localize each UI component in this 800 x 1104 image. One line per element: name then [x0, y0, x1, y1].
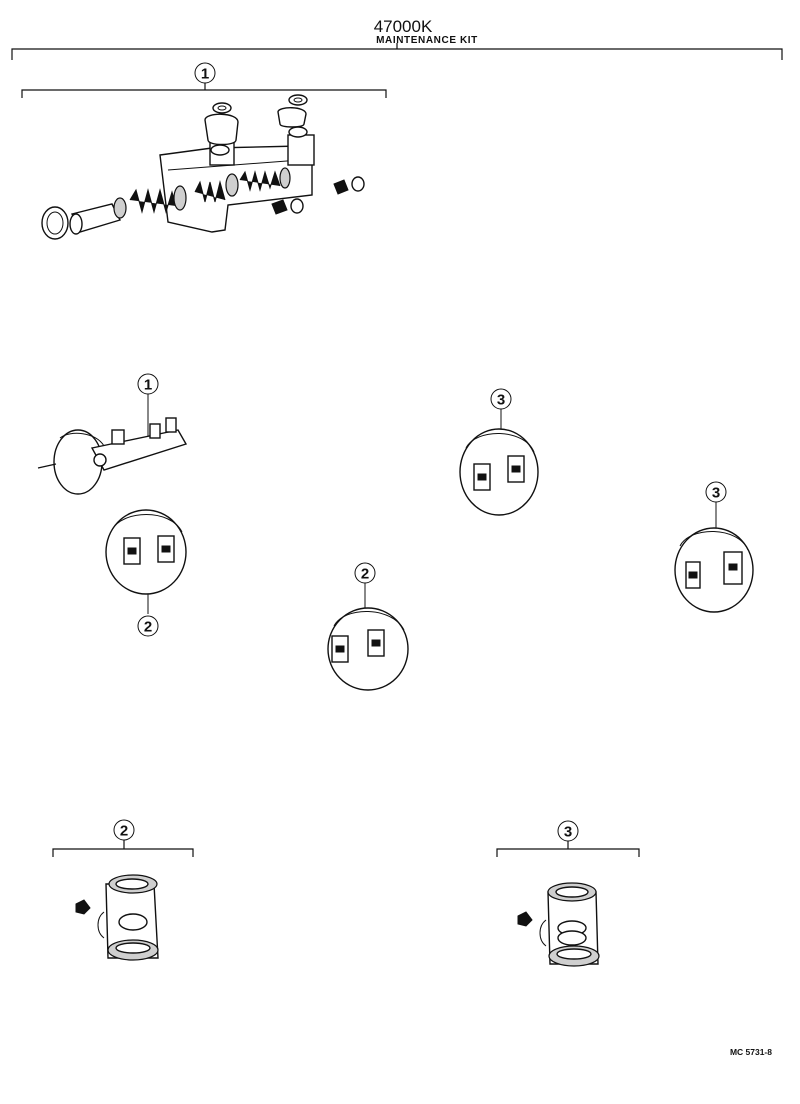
- union-bolt-right: [277, 107, 307, 128]
- washer-top-left-hole: [217, 105, 227, 111]
- wheel-left-callout-number: 2: [144, 619, 152, 636]
- drum-rim-topright: [465, 433, 535, 453]
- drum-backing-plate-left: [105, 509, 187, 595]
- piston-spring-front: [129, 188, 177, 214]
- wheel-cylinder-mid-assembly: 2: [327, 562, 409, 691]
- wheel-left-callout-circle: [137, 615, 159, 637]
- wheel-cylinder-right-assembly: 3: [674, 481, 754, 613]
- wheel-cyl-right-a-piston: [688, 571, 698, 579]
- drum-rim-left: [111, 514, 183, 533]
- wheel-right-callout-number: 3: [712, 485, 720, 502]
- push-rod-end: [69, 213, 83, 235]
- washer-top-right-hole: [293, 97, 303, 103]
- overall-kit-bracket: [11, 48, 783, 60]
- master-cyl-port-3: [165, 417, 177, 433]
- master-cyl-port-2: [149, 423, 161, 439]
- gasket-left: [210, 144, 230, 156]
- kit-title: MAINTENANCE KIT: [376, 35, 478, 46]
- check-valve-upper: [333, 179, 349, 195]
- kit3-bottom-bracket: [496, 848, 640, 857]
- wheel-topright-callout-number: 3: [497, 392, 505, 409]
- master-cyl-callout-number: 1: [144, 377, 152, 394]
- brake-booster-rim: [59, 432, 105, 447]
- wheel-cyl-topright-a-piston: [477, 473, 487, 481]
- part-code: 47000K: [374, 17, 433, 36]
- drum-rim-right: [679, 531, 749, 551]
- piston-cup-2: [225, 173, 239, 197]
- wheel-mid-callout-number: 2: [361, 566, 369, 583]
- kit3-boot-bottom-inner: [556, 948, 592, 960]
- kit2-bleeder-cap: [75, 899, 91, 915]
- snap-ring: [41, 206, 69, 240]
- wheel-cyl-topright-b-piston: [511, 465, 521, 473]
- wheel-cylinder-left-assembly: 2: [105, 509, 187, 637]
- gasket-right: [288, 126, 308, 138]
- booster-push-rod: [37, 463, 57, 469]
- piston-spring-mid: [194, 180, 226, 203]
- master-cyl-body: [90, 429, 188, 471]
- master-cylinder-assembly: 1: [37, 373, 188, 495]
- wheel-cylinder-topright-assembly: 3: [459, 388, 539, 516]
- drawing-reference: MC 5731-8: [730, 1047, 772, 1057]
- drum-backing-plate-topright: [459, 428, 539, 516]
- kit1-top-callout-number: 1: [201, 66, 209, 83]
- kit3-bottom-callout-number: 3: [564, 824, 572, 841]
- kit3-piston-cup-lower: [557, 930, 587, 946]
- wheel-cyl-mid-b-piston: [371, 639, 381, 647]
- master-cyl-flange: [93, 453, 107, 467]
- piston-spring-rear: [239, 170, 281, 192]
- piston-cup-1: [173, 185, 187, 211]
- washer-top-right: [288, 94, 308, 106]
- drum-backing-plate-right: [674, 527, 754, 613]
- wheel-cyl-mid-a-piston: [335, 645, 345, 653]
- kit3-bottom-exploded: 3: [496, 820, 640, 967]
- kit2-piston-cup: [118, 913, 148, 931]
- inlet-boss-right: [287, 134, 315, 166]
- check-valve-lower: [271, 199, 288, 215]
- kit2-cylinder-side-lug: [97, 911, 105, 939]
- kit1-top-callout: 1: [194, 62, 216, 84]
- kit2-bottom-bracket: [52, 848, 194, 857]
- kit2-boot-bottom-inner: [115, 942, 151, 954]
- piston-cup-3: [279, 167, 291, 189]
- kit3-bleeder-cap: [517, 911, 533, 927]
- wheel-cyl-left-b-piston: [161, 545, 171, 553]
- drum-rim-mid: [333, 611, 405, 631]
- kit3-boot-top-inner: [555, 886, 589, 898]
- piston-boot: [113, 197, 127, 219]
- kit2-bottom-exploded: 2: [52, 819, 194, 961]
- kit2-bottom-callout-number: 2: [120, 823, 128, 840]
- master-cylinder-exploded-kit: [41, 94, 365, 240]
- check-valve-seal-lower: [290, 198, 304, 214]
- check-valve-seal-upper: [351, 176, 365, 192]
- snap-ring-inner: [46, 211, 64, 235]
- kit1-top-bracket: [21, 89, 387, 98]
- wheel-cyl-right-b-piston: [728, 563, 738, 571]
- washer-top-left: [212, 102, 232, 114]
- kit3-cylinder-side-lug: [539, 919, 547, 947]
- master-cyl-port-1: [111, 429, 125, 445]
- wheel-cyl-left-a-piston: [127, 547, 137, 555]
- union-bolt-left: [204, 113, 239, 146]
- kit2-boot-top-inner: [115, 878, 149, 890]
